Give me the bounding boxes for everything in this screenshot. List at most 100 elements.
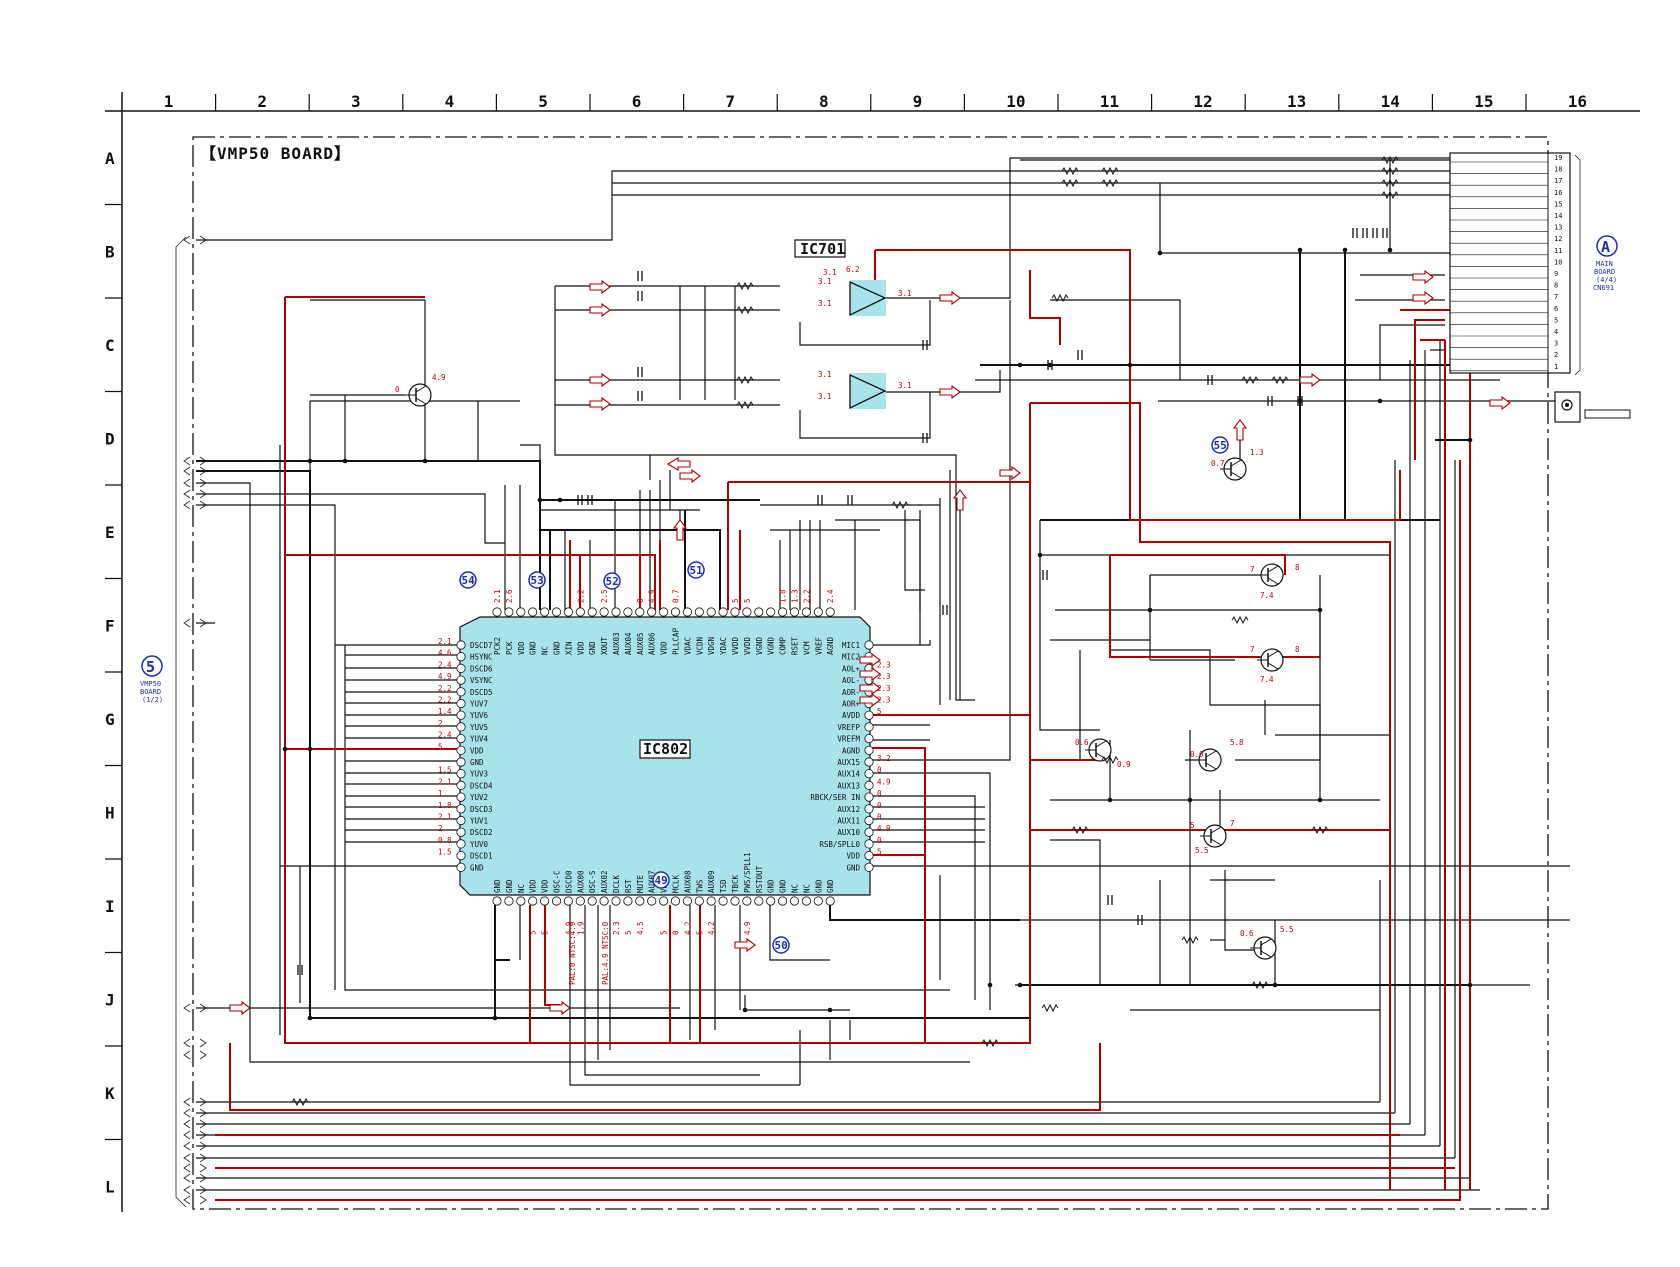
test-point-number: 49 <box>655 874 668 887</box>
pin-circle <box>864 827 874 837</box>
transistor-emitter <box>1267 577 1279 585</box>
ic802-chip: IC802 DSCD72.1HSYNC4.6DSCD62.4VSYNC4.9DS… <box>438 589 891 935</box>
column-number: 9 <box>913 92 923 111</box>
ic802-top-pin: VDGN <box>707 637 716 655</box>
ic802-right-pin: AOR+ <box>842 700 861 709</box>
resistor <box>981 1038 999 1048</box>
pin-circle <box>864 745 874 755</box>
main-ref-circle <box>1596 235 1618 257</box>
signal-arrow <box>549 1000 571 1016</box>
pin-circle <box>563 607 574 617</box>
pin-circle <box>718 607 728 617</box>
junction-dot <box>1387 247 1393 253</box>
connector-chevron <box>183 456 191 466</box>
transistor-collector <box>1267 565 1279 573</box>
ic802-bottom-pin: AUX02 <box>600 870 609 893</box>
column-number: 2 <box>257 92 267 111</box>
pin-voltage: 0 <box>877 789 882 798</box>
junction-dot <box>1467 437 1473 443</box>
pin-circle <box>864 862 874 872</box>
junction-dot <box>1157 250 1163 256</box>
junction-dot <box>307 746 313 752</box>
ic802-bottom-pin: DCLK <box>612 874 621 893</box>
resistor <box>1061 178 1079 188</box>
pin-voltage: 1 <box>438 789 443 798</box>
connector-chevron <box>183 466 191 476</box>
pin-circle <box>456 675 466 685</box>
ic802-top-pin: AUX03 <box>612 632 621 655</box>
ic701-pin-voltage: 3.1 <box>818 370 832 379</box>
connector-pin-number: 13 <box>1554 224 1562 232</box>
pin-voltage: 4.5 <box>636 921 645 935</box>
ic802-bottom-pin: MCLK <box>672 874 681 893</box>
connector-chevron <box>183 489 191 499</box>
pin-circle <box>456 850 466 861</box>
junction-dot <box>1037 552 1043 558</box>
pin-circle <box>504 607 514 617</box>
transistor-collector <box>415 385 427 393</box>
pin-voltage: 2.1 <box>438 637 452 646</box>
ic802-left-pin: YUV1 <box>470 817 488 826</box>
transistor-voltage: 7.4 <box>1260 591 1274 600</box>
junction-dot <box>1297 247 1303 253</box>
pin-voltage: 4.9 <box>877 777 891 786</box>
row-letter: B <box>105 242 115 261</box>
connector-pin-number: 17 <box>1554 177 1562 185</box>
signal-arrow <box>1412 269 1434 285</box>
signal-arrow <box>939 384 961 400</box>
ic802-right-pin: GND <box>846 863 860 872</box>
transistor-voltage: 8 <box>1295 563 1300 572</box>
pin-circle <box>864 839 874 849</box>
pin-circle <box>587 607 597 617</box>
pin-voltage: 2.6 <box>505 589 514 603</box>
pin-voltage: 2.1 <box>493 589 502 603</box>
pin-voltage: 3.2 <box>877 754 891 763</box>
transistor-collector <box>1260 938 1272 946</box>
transistor-collector <box>1205 750 1217 758</box>
test-point-circle <box>459 571 477 589</box>
left-board-reference: 5 VMP50 BOARD (1/2) <box>140 655 163 704</box>
pin-circle <box>789 607 800 617</box>
ic802-right-pin: AUX13 <box>837 781 860 790</box>
transistor-voltage: 5 <box>1190 821 1195 830</box>
pin-circle <box>864 815 874 826</box>
ic802-top-pin: VDD <box>576 641 585 655</box>
signal-arrow-vertical <box>952 489 968 511</box>
pin-circle <box>670 607 681 617</box>
junction-dot <box>1342 247 1348 253</box>
pin-voltage: 5 <box>743 598 752 603</box>
pin-circle <box>864 804 874 814</box>
transistor-symbol <box>405 383 432 407</box>
transistor-voltage: 4.9 <box>432 373 446 382</box>
pin-circle <box>623 607 633 617</box>
pin-voltage: 1.5 <box>438 766 452 775</box>
board-ref-number: 5 <box>146 658 155 676</box>
pin-circle <box>456 652 466 662</box>
ic802-right-pin: AOL+ <box>842 664 861 673</box>
signal-arrow <box>999 465 1021 481</box>
column-ticks <box>215 94 1527 111</box>
ic802-top-pin: PCK <box>505 641 514 655</box>
ic802-top-pin: VDD <box>660 641 669 655</box>
pin-circle <box>766 896 776 906</box>
pin-voltage: 4.2 <box>707 921 716 935</box>
pin-circle <box>575 896 585 906</box>
transistor-voltage: 1.3 <box>1250 448 1264 457</box>
connector-pin-number: 14 <box>1554 212 1562 220</box>
connector-chevron <box>183 1108 191 1118</box>
resistor <box>1051 293 1069 303</box>
junction-dot <box>1147 607 1153 613</box>
junction-dot <box>307 458 313 464</box>
ic802-top-pin: COMP <box>779 636 788 655</box>
pin-circle <box>563 896 574 906</box>
pin-circle <box>516 607 526 617</box>
ic802-right-pin: AGND <box>842 746 861 755</box>
connector-pin-number: 2 <box>1554 351 1558 359</box>
column-number: 13 <box>1287 92 1306 111</box>
output-jack <box>1554 391 1631 423</box>
transistor-emitter <box>1210 838 1222 846</box>
signal-arrow <box>589 396 611 412</box>
